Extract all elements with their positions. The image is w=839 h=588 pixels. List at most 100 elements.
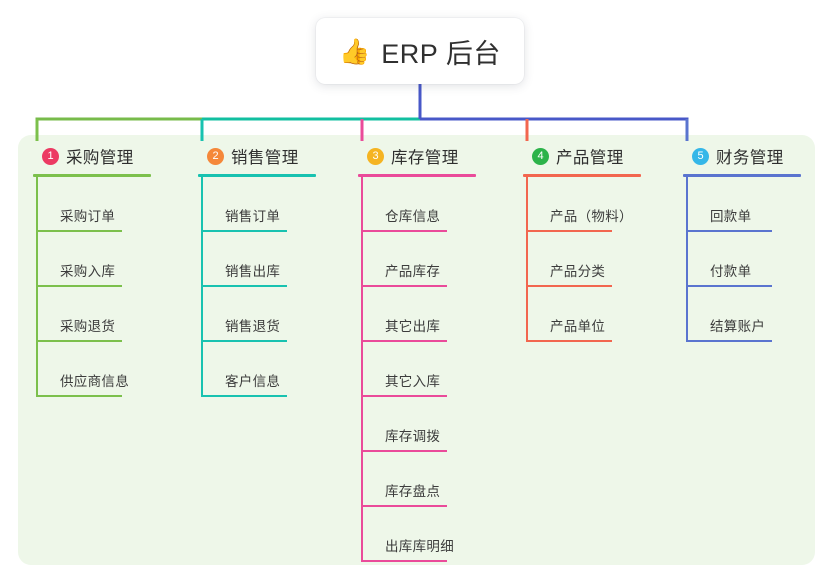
list-item-label: 库存盘点 — [385, 484, 441, 499]
list-item-label: 采购入库 — [60, 264, 116, 279]
list-item-label: 其它出库 — [385, 319, 441, 334]
list-item-underline — [526, 340, 612, 342]
list-item[interactable]: 付款单 — [683, 232, 801, 287]
list-item-label: 客户信息 — [225, 374, 281, 389]
column-items-4: 产品（物料） 产品分类产品单位 — [523, 177, 641, 342]
list-item-label: 付款单 — [710, 264, 752, 279]
list-item-underline — [361, 395, 447, 397]
list-item-label: 供应商信息 — [60, 374, 129, 389]
column-spine — [686, 177, 688, 342]
list-item-underline — [201, 230, 287, 232]
list-item-label: 采购订单 — [60, 209, 116, 224]
background-panel — [18, 135, 815, 565]
list-item-underline — [36, 285, 122, 287]
list-item[interactable]: 产品分类 — [523, 232, 641, 287]
column-spine — [36, 177, 38, 397]
column-items-1: 采购订单采购入库采购退货供应商信息 — [33, 177, 151, 397]
list-item[interactable]: 采购入库 — [33, 232, 151, 287]
list-item-label: 采购退货 — [60, 319, 116, 334]
column-header-1[interactable]: 1 采购管理 — [33, 145, 151, 167]
list-item-underline — [361, 230, 447, 232]
list-item-label: 库存调拨 — [385, 429, 441, 444]
column-title: 财务管理 — [716, 149, 784, 167]
root-node-content: 👍 ERP 后台 — [339, 32, 501, 71]
list-item[interactable]: 结算账户 — [683, 287, 801, 342]
list-item-underline — [361, 340, 447, 342]
list-item-label: 销售订单 — [225, 209, 281, 224]
list-item[interactable]: 销售订单 — [198, 177, 316, 232]
root-node-card[interactable]: 👍 ERP 后台 — [316, 18, 524, 84]
column-header-underline — [198, 174, 316, 177]
column-header-underline — [33, 174, 151, 177]
list-item-underline — [361, 450, 447, 452]
list-item-label: 产品库存 — [385, 264, 441, 279]
list-item-label: 结算账户 — [710, 319, 766, 334]
list-item[interactable]: 仓库信息 — [358, 177, 476, 232]
list-item-underline — [686, 340, 772, 342]
list-item-underline — [686, 285, 772, 287]
column-header-4[interactable]: 4 产品管理 — [523, 145, 641, 167]
root-title: ERP 后台 — [381, 38, 501, 69]
list-item-label: 产品（物料） — [550, 209, 633, 224]
column-header-2[interactable]: 2 销售管理 — [198, 145, 316, 167]
list-item[interactable]: 销售出库 — [198, 232, 316, 287]
column-3: 3 库存管理仓库信息产品库存其它出库其它入库库存调拨库存盘点出库库明细 — [358, 145, 476, 562]
list-item-underline — [201, 395, 287, 397]
list-item-underline — [526, 285, 612, 287]
column-spine — [361, 177, 363, 562]
list-item-underline — [361, 560, 447, 562]
list-item-underline — [686, 230, 772, 232]
column-2: 2 销售管理销售订单销售出库销售退货客户信息 — [198, 145, 316, 397]
column-header-underline — [358, 174, 476, 177]
column-badge-icon: 4 — [532, 147, 549, 165]
column-spine — [201, 177, 203, 397]
list-item-label: 回款单 — [710, 209, 752, 224]
column-items-3: 仓库信息产品库存其它出库其它入库库存调拨库存盘点出库库明细 — [358, 177, 476, 562]
column-4: 4 产品管理产品（物料） 产品分类产品单位 — [523, 145, 641, 342]
list-item-underline — [201, 340, 287, 342]
list-item[interactable]: 销售退货 — [198, 287, 316, 342]
column-badge-icon: 2 — [207, 147, 224, 165]
list-item[interactable]: 库存调拨 — [358, 397, 476, 452]
list-item-underline — [201, 285, 287, 287]
column-title: 产品管理 — [556, 149, 624, 167]
list-item-label: 产品分类 — [550, 264, 606, 279]
column-badge-icon: 3 — [367, 147, 384, 165]
list-item[interactable]: 供应商信息 — [33, 342, 151, 397]
column-title: 销售管理 — [231, 149, 299, 167]
column-header-underline — [523, 174, 641, 177]
list-item-label: 仓库信息 — [385, 209, 441, 224]
list-item-underline — [526, 230, 612, 232]
list-item[interactable]: 出库库明细 — [358, 507, 476, 562]
list-item[interactable]: 库存盘点 — [358, 452, 476, 507]
column-items-2: 销售订单销售出库销售退货客户信息 — [198, 177, 316, 397]
column-header-3[interactable]: 3 库存管理 — [358, 145, 476, 167]
list-item[interactable]: 客户信息 — [198, 342, 316, 397]
list-item[interactable]: 其它出库 — [358, 287, 476, 342]
list-item-underline — [361, 505, 447, 507]
list-item[interactable]: 产品单位 — [523, 287, 641, 342]
list-item-underline — [36, 340, 122, 342]
list-item[interactable]: 其它入库 — [358, 342, 476, 397]
list-item[interactable]: 采购订单 — [33, 177, 151, 232]
list-item[interactable]: 采购退货 — [33, 287, 151, 342]
thumbs-up-emoji: 👍 — [339, 37, 371, 66]
list-item-label: 销售退货 — [225, 319, 281, 334]
column-title: 采购管理 — [66, 149, 134, 167]
column-header-underline — [683, 174, 801, 177]
column-items-5: 回款单付款单结算账户 — [683, 177, 801, 342]
list-item-label: 其它入库 — [385, 374, 441, 389]
list-item[interactable]: 产品（物料） — [523, 177, 641, 232]
list-item-label: 销售出库 — [225, 264, 281, 279]
list-item[interactable]: 产品库存 — [358, 232, 476, 287]
list-item-label: 产品单位 — [550, 319, 606, 334]
list-item-underline — [36, 395, 122, 397]
column-badge-icon: 1 — [42, 147, 59, 165]
list-item[interactable]: 回款单 — [683, 177, 801, 232]
column-title: 库存管理 — [391, 149, 459, 167]
column-1: 1 采购管理采购订单采购入库采购退货供应商信息 — [33, 145, 151, 397]
column-spine — [526, 177, 528, 342]
